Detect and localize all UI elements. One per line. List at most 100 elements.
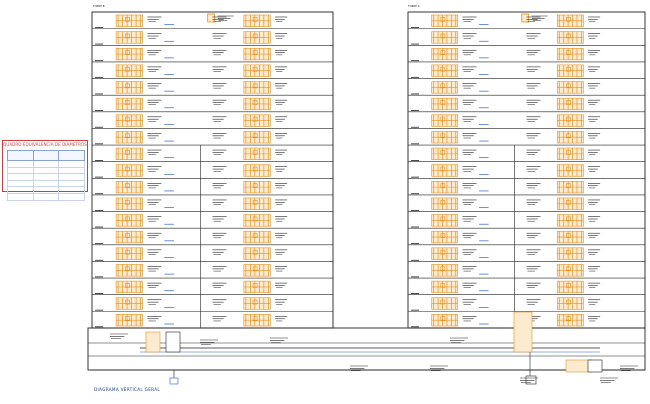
legend-title: QUADRO EQUIVALENCIA DE DIAMETROS	[3, 142, 87, 147]
valve-symbol	[566, 199, 571, 205]
tower-b-riser-cluster-right	[243, 81, 271, 94]
tower-b-riser-note	[212, 282, 227, 288]
tower-b-riser-note	[212, 149, 227, 155]
tower-a-riser-cluster-left	[431, 64, 459, 77]
tower-a-riser-note	[462, 66, 477, 72]
tower-b-riser-note	[147, 16, 162, 22]
tower-b-riser-cluster-left	[115, 14, 143, 27]
tower-b-riser-note	[147, 232, 162, 239]
tower-b-riser-note	[147, 99, 162, 106]
valve-symbol	[566, 283, 571, 288]
valve-symbol	[125, 150, 130, 155]
tower-b-riser-note	[147, 183, 162, 189]
podium-note	[620, 365, 638, 371]
tower-b-riser-note	[147, 282, 162, 288]
tower-b-riser-note	[147, 66, 162, 72]
tower-a-riser-note	[526, 282, 541, 288]
tower-a-riser-note	[462, 149, 477, 155]
tower-a-riser-cluster-right	[557, 280, 584, 294]
tower-a-riser-note	[588, 66, 601, 72]
tower-a-riser-note	[526, 83, 541, 89]
valve-symbol	[566, 266, 571, 272]
valve-symbol	[125, 33, 130, 39]
tower-a-riser-note	[462, 316, 477, 322]
tower-b-riser-cluster-left	[115, 31, 143, 44]
tower-b-riser-cluster-left	[115, 47, 143, 61]
drawing-caption: DIAGRAMA VERTICAL GERAL	[94, 383, 294, 397]
podium-note	[450, 337, 468, 343]
tower-b-riser-cluster-left	[115, 164, 143, 177]
tower-a-riser-cluster-right	[557, 131, 584, 144]
tower-a-riser-cluster-left	[431, 214, 459, 227]
tower-a-riser-cluster-left	[431, 81, 459, 94]
tower-b-riser-note	[275, 249, 288, 255]
valve-symbol	[566, 83, 571, 89]
tower-a-riser-note	[462, 249, 477, 255]
tower-a-riser-note	[588, 299, 601, 305]
valve-symbol	[440, 183, 446, 188]
valve-symbol	[440, 316, 446, 321]
tower-a-riser-note	[462, 83, 477, 89]
valve-symbol	[440, 66, 446, 72]
tower-a-riser-note	[588, 199, 601, 205]
tower-b-riser-cluster-left	[115, 214, 143, 227]
tower-b-riser-cluster-right	[243, 147, 271, 160]
tower-a-riser-cluster-right	[557, 164, 584, 177]
tower-b-riser-note	[212, 299, 227, 305]
tower-b-riser-cluster-right	[243, 131, 271, 144]
tower-b-riser-cluster-left	[115, 64, 143, 77]
tower-a-riser-note	[588, 49, 601, 56]
valve-symbol	[440, 83, 446, 89]
tower-b-riser-cluster-left	[115, 197, 143, 210]
valve-symbol	[252, 249, 258, 255]
tower-a-riser-cluster-left	[431, 47, 459, 61]
valve-symbol	[252, 50, 258, 55]
tower-b-riser-note	[212, 183, 227, 189]
pump-box	[513, 311, 533, 353]
valve-symbol	[125, 283, 130, 288]
tower-b-riser-cluster-left	[115, 264, 143, 277]
valve-symbol	[252, 316, 258, 321]
podium-note	[600, 377, 618, 383]
tower-b-riser-note	[212, 216, 227, 222]
tower-a-riser-note	[526, 299, 541, 305]
tower-b-riser-cluster-right	[243, 230, 271, 244]
valve-symbol	[566, 17, 571, 22]
valve-symbol	[566, 66, 571, 72]
tower-b-riser-cluster-right	[243, 181, 271, 194]
tower-b-riser-note	[212, 116, 227, 122]
tower-a-riser-note	[526, 232, 541, 239]
valve-symbol	[440, 166, 446, 172]
valve-symbol	[125, 116, 130, 122]
tower-a-riser-note	[526, 99, 541, 106]
tower-b-riser-cluster-right	[243, 114, 271, 127]
tower-a-riser-note	[526, 49, 541, 56]
tower-b-riser-note	[275, 83, 288, 89]
valve-symbol	[252, 133, 258, 139]
tower-b-riser-cluster-right	[243, 297, 271, 310]
tower-a-riser-cluster-right	[557, 81, 584, 94]
meter-box	[587, 359, 603, 373]
valve-symbol	[440, 199, 446, 205]
tower-a-riser-note	[526, 166, 541, 172]
tower-b-riser-cluster-right	[243, 47, 271, 61]
tower-a-riser-cluster-left	[431, 14, 459, 27]
tower-b-riser-note	[212, 33, 227, 39]
tower-b-riser-note	[147, 33, 162, 39]
valve-symbol	[566, 316, 571, 321]
valve-symbol	[252, 100, 258, 105]
legend-row	[7, 186, 85, 194]
tower-b-tower	[91, 11, 334, 329]
tower-a-riser-note	[588, 166, 601, 172]
valve-symbol	[252, 17, 258, 22]
valve-symbol	[440, 249, 446, 255]
legend-row	[7, 179, 85, 188]
tower-a-riser-note	[588, 83, 601, 89]
valve-symbol	[125, 66, 130, 72]
tower-a-riser-cluster-right	[557, 197, 584, 210]
tower-b-riser-cluster-right	[243, 97, 271, 111]
tower-a-riser-cluster-right	[557, 47, 584, 61]
tower-a-riser-cluster-left	[431, 114, 459, 127]
tower-b-riser-cluster-right	[243, 247, 271, 260]
tower-a-riser-cluster-right	[557, 114, 584, 127]
